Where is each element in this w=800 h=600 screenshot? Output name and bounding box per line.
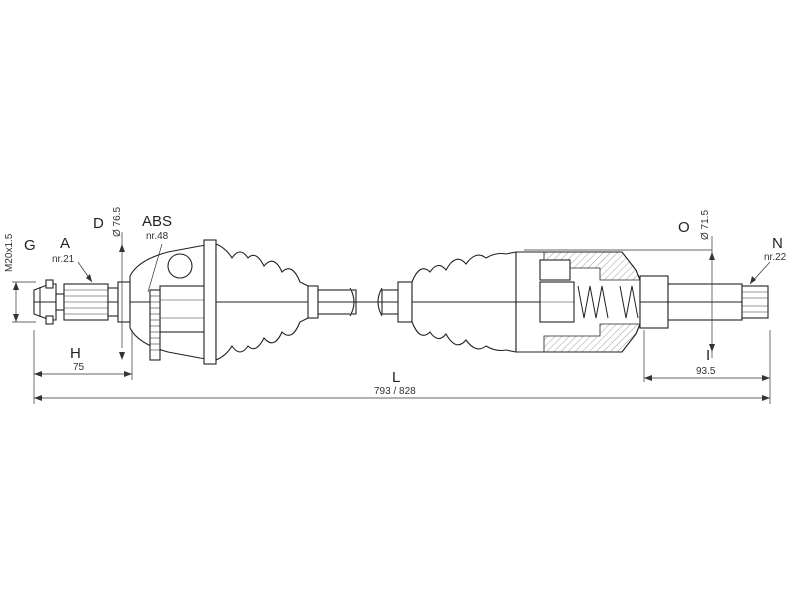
outer-cv-joint bbox=[129, 239, 217, 365]
label-I: I bbox=[706, 347, 710, 364]
label-D-diameter: Ø 76.5 bbox=[112, 207, 123, 237]
label-L-value: 793 / 828 bbox=[374, 386, 416, 397]
label-L: L bbox=[392, 369, 400, 386]
label-ABS-nr: nr.48 bbox=[146, 231, 169, 242]
label-N: N bbox=[772, 235, 783, 252]
inner-joint-housing bbox=[515, 251, 641, 353]
label-O: O bbox=[678, 219, 690, 236]
label-A-nr: nr.21 bbox=[52, 254, 75, 265]
label-D: D bbox=[93, 215, 104, 232]
label-G: G bbox=[24, 237, 36, 254]
label-ABS: ABS bbox=[142, 213, 172, 230]
label-A: A bbox=[60, 235, 70, 252]
label-O-diameter: Ø 71.5 bbox=[700, 210, 711, 240]
right-stub-shaft bbox=[639, 275, 769, 329]
label-M-thread: M20x1.5 bbox=[4, 233, 15, 272]
label-H-value: 75 bbox=[73, 362, 85, 373]
label-H: H bbox=[70, 345, 81, 362]
label-I-value: 93.5 bbox=[696, 366, 716, 377]
label-N-nr: nr.22 bbox=[764, 252, 787, 263]
inner-boot bbox=[397, 251, 517, 353]
outer-boot bbox=[215, 243, 319, 361]
middle-shaft bbox=[317, 287, 401, 317]
left-stub-shaft bbox=[33, 279, 131, 325]
dimension-lines bbox=[12, 232, 771, 404]
